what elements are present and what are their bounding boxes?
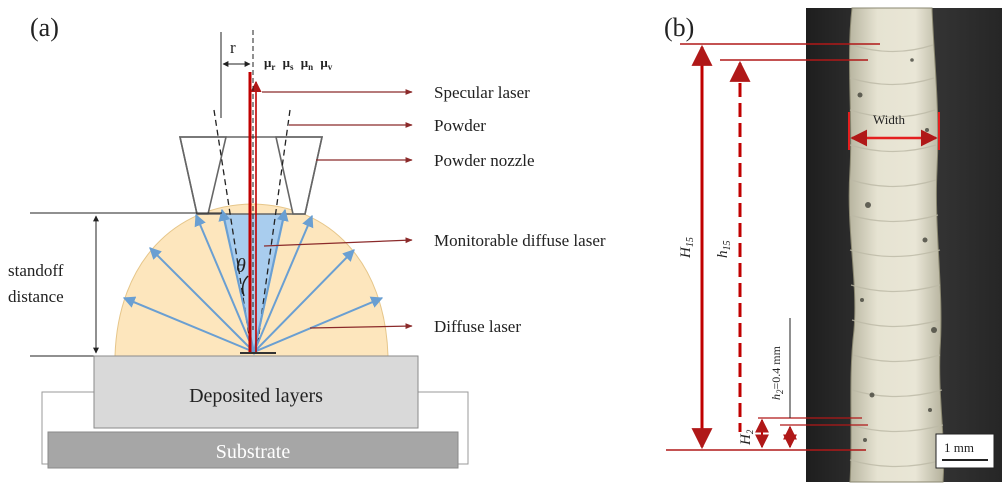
micrograph xyxy=(806,7,1002,483)
panel-a-label: (a) xyxy=(30,13,59,42)
callout-specular-laser: Specular laser xyxy=(434,83,530,102)
powder-nozzle xyxy=(179,136,323,215)
deposited-layers-label: Deposited layers xyxy=(189,385,323,407)
powder-stream-left xyxy=(213,109,253,356)
callout-powder-nozzle: Powder nozzle xyxy=(434,151,535,170)
theta-label: θ xyxy=(236,255,246,277)
h15-label: h15 xyxy=(715,241,733,259)
callout-lines xyxy=(262,89,413,330)
width-label: Width xyxy=(873,112,905,127)
panel-b-label: (b) xyxy=(664,13,694,42)
theta-arc xyxy=(241,275,249,297)
powder-stream-right xyxy=(255,109,291,356)
callout-diffuse-laser: Diffuse laser xyxy=(434,317,521,336)
substrate-box xyxy=(47,431,459,469)
callout-powder: Powder xyxy=(434,116,486,135)
H15-label: H15 xyxy=(678,237,696,259)
substrate-label: Substrate xyxy=(216,441,291,463)
r-label: r xyxy=(230,38,236,57)
callout-monitorable-diffuse-laser: Monitorable diffuse laser xyxy=(434,231,606,250)
scale-bar-box xyxy=(935,433,995,469)
diffuse-arrows xyxy=(122,208,384,353)
deposited-layers-box xyxy=(93,355,419,429)
H2-label: H2 xyxy=(738,429,755,446)
h2-label: h2=0.4 mm xyxy=(769,345,785,400)
mu-symbols: μr μs μn μv xyxy=(264,55,333,73)
standoff-label-2: distance xyxy=(8,287,64,306)
scale-bar-label: 1 mm xyxy=(944,440,974,455)
panel-b: (b) xyxy=(664,7,1002,483)
standoff-label-1: standoff xyxy=(8,261,64,280)
panel-a: (a) r xyxy=(8,13,606,469)
